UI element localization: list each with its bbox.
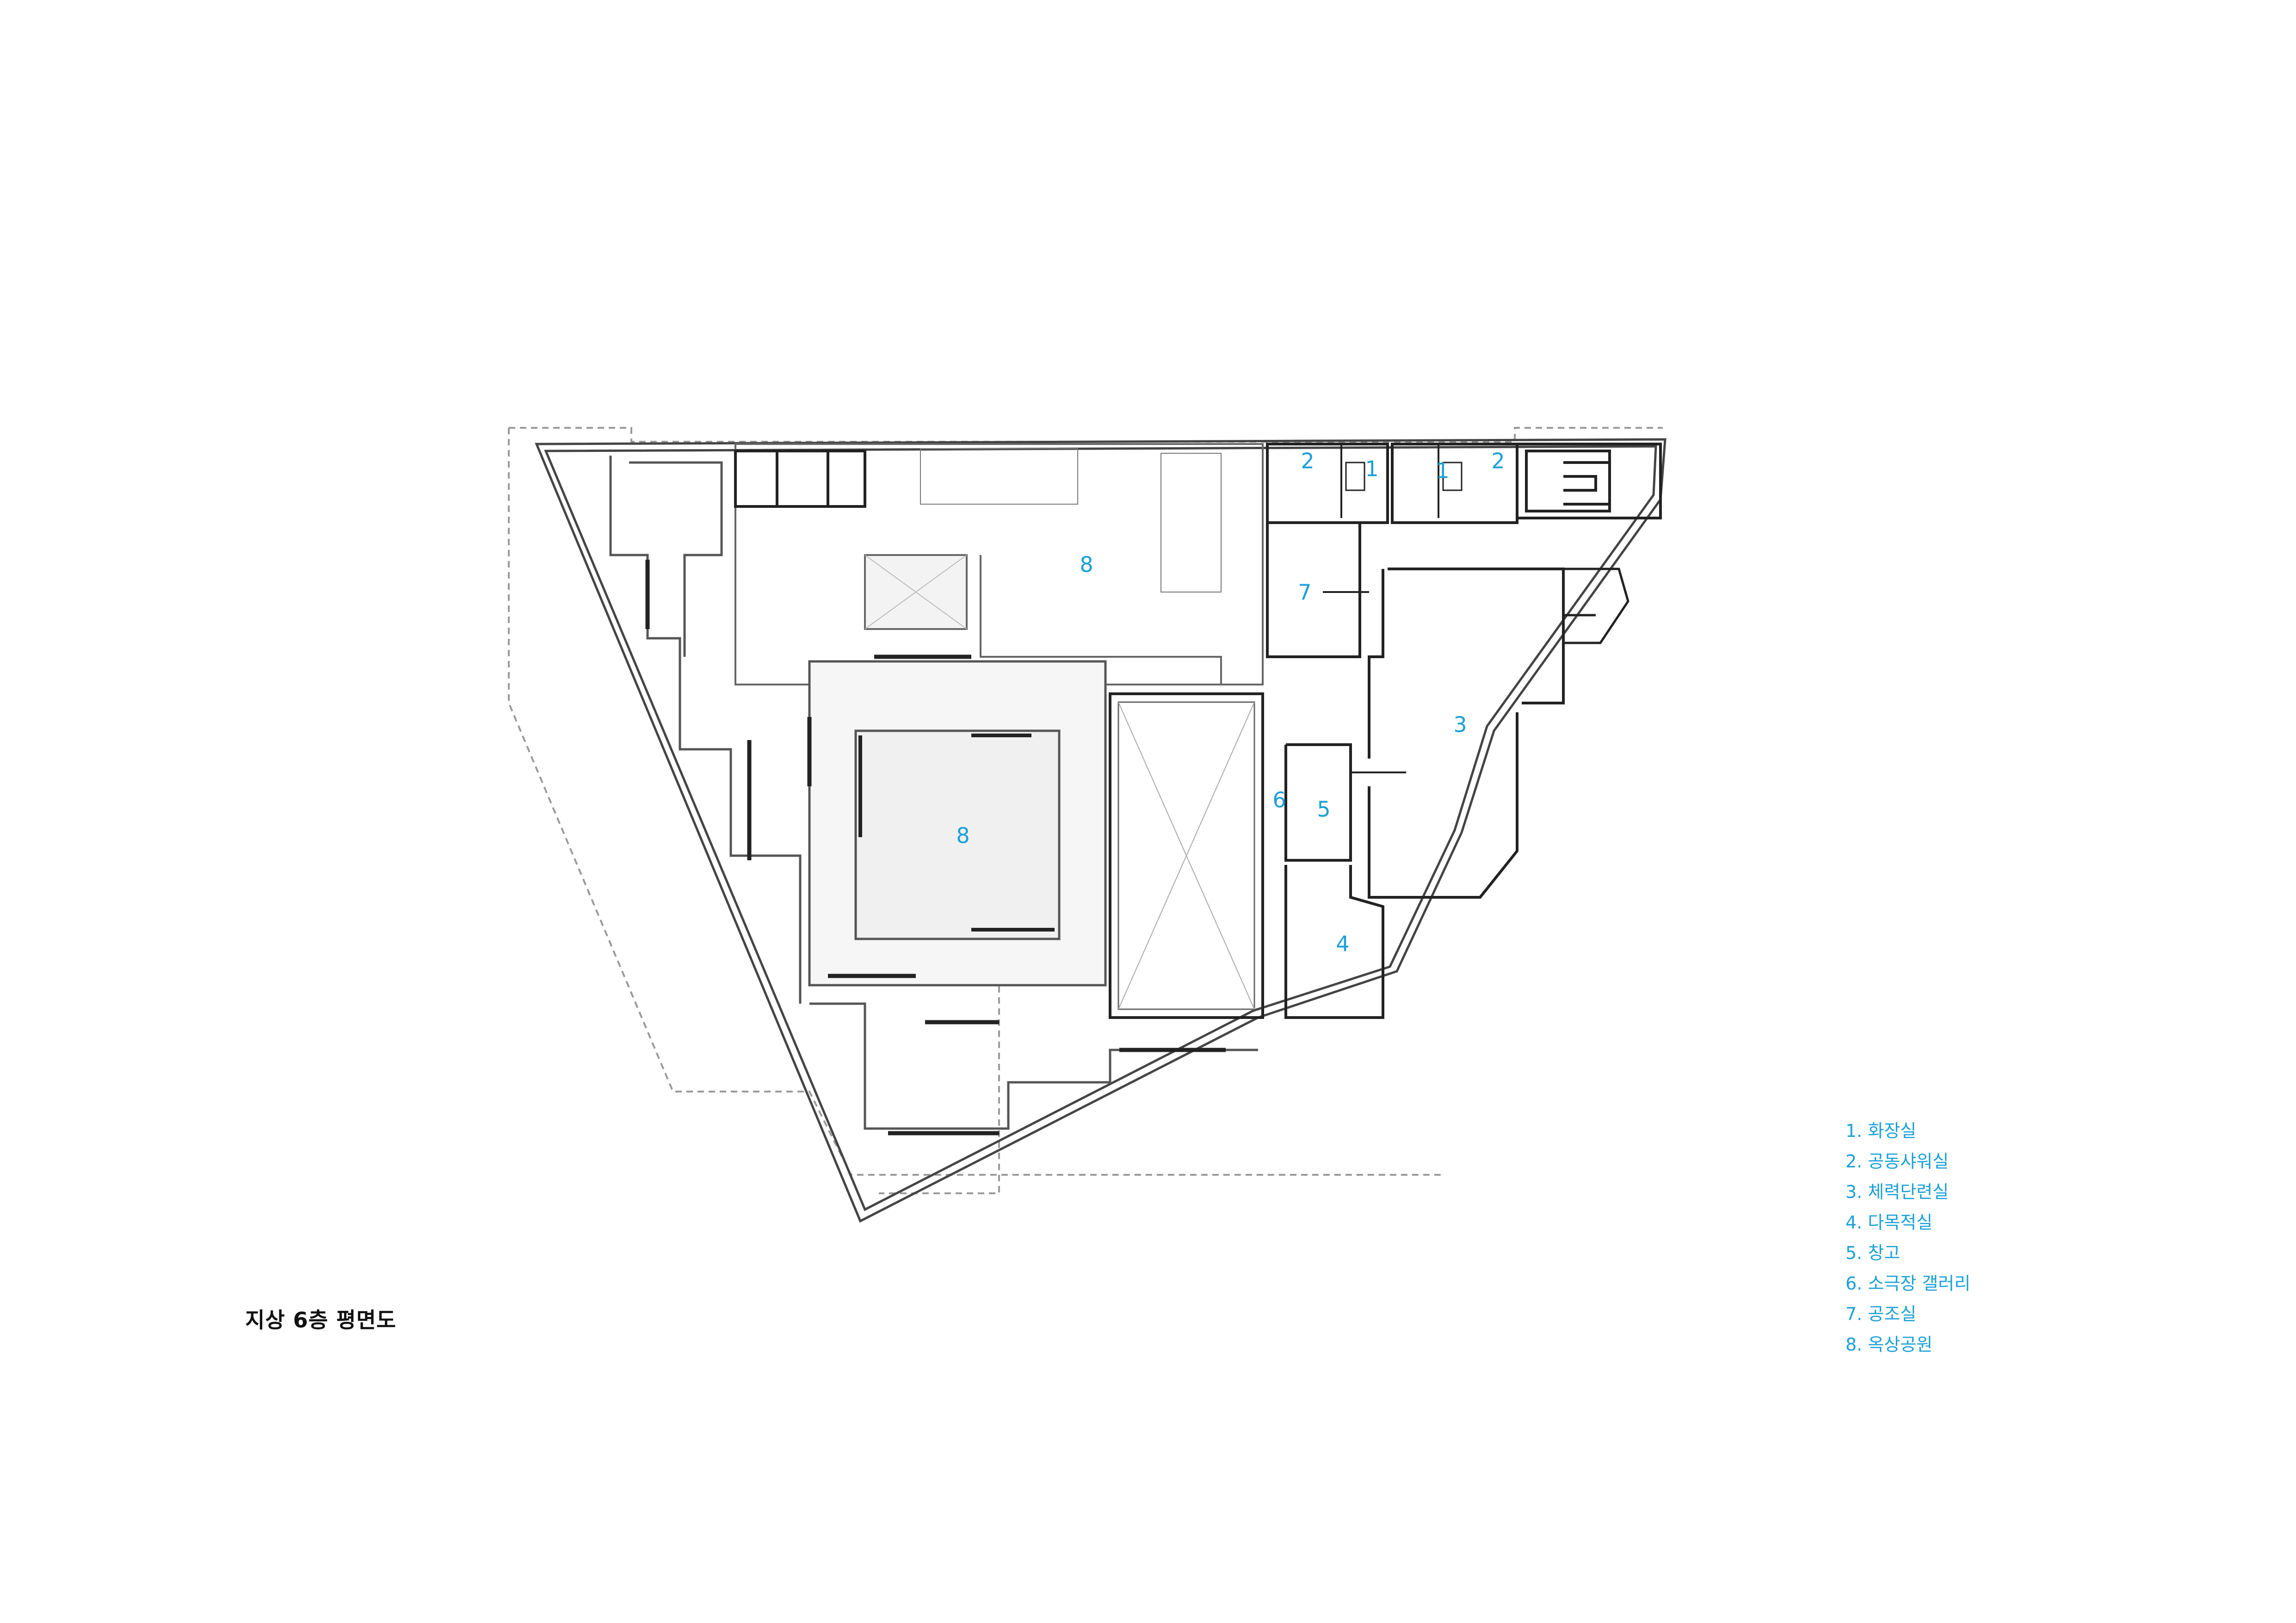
legend-item: 6. 소극장 갤러리 — [1845, 1273, 1971, 1294]
room-label-rooftop-upper: 8 — [1080, 552, 1093, 577]
gallery-block — [1109, 692, 1384, 1019]
legend-item: 5. 창고 — [1845, 1243, 1901, 1263]
legend-item: 1. 화장실 — [1845, 1121, 1917, 1141]
stair-upper — [920, 448, 1222, 592]
building-outline — [535, 438, 1666, 1223]
mechanical-room — [1266, 521, 1369, 658]
room-label-mechanical: 7 — [1298, 580, 1311, 605]
stair-east — [1563, 568, 1629, 644]
rooftop-terrace-upper — [734, 443, 1264, 685]
room-label-multipurpose: 4 — [1336, 932, 1349, 957]
elevator-core — [734, 450, 866, 508]
room-label-rooftop-center: 8 — [956, 823, 969, 848]
room-label-shower-a: 2 — [1301, 449, 1314, 474]
room-label-gallery: 6 — [1272, 788, 1286, 813]
room-label-restroom-a: 1 — [1365, 457, 1378, 481]
stair-block-ne — [1516, 443, 1662, 519]
rooftop-courtyard — [808, 660, 1107, 987]
legend-item: 4. 다목적실 — [1845, 1212, 1933, 1233]
legend-item: 7. 공조실 — [1845, 1304, 1917, 1324]
thick-walls — [645, 560, 1226, 1135]
drawing-title: 지상 6층 평면도 — [245, 1308, 396, 1333]
legend-item: 2. 공동샤워실 — [1845, 1151, 1949, 1172]
room-label-shower-b: 2 — [1491, 449, 1505, 474]
fitness-room — [1351, 568, 1565, 899]
legend-item: 8. 옥상공원 — [1845, 1334, 1933, 1355]
room-labels: 1 1 2 2 3 4 5 6 7 8 8 — [956, 449, 1505, 957]
west-stepped-walls — [609, 456, 1258, 1130]
room-label-storage: 5 — [1317, 797, 1330, 822]
legend-item: 3. 체력단련실 — [1845, 1182, 1949, 1202]
room-legend: 1. 화장실 2. 공동샤워실 3. 체력단련실 4. 다목적실 5. 창고 6… — [1845, 1116, 1970, 1360]
room-label-restroom-b: 1 — [1436, 458, 1449, 483]
room-label-fitness: 3 — [1453, 712, 1467, 737]
